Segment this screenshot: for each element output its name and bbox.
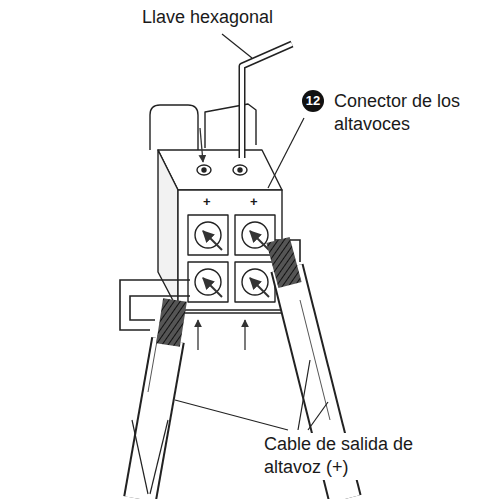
push-arrow (244, 320, 245, 350)
callout-number: 12 (302, 90, 324, 112)
insert-arrow (203, 231, 222, 250)
cable-ridge (300, 300, 330, 420)
leader-line (268, 118, 304, 188)
leader-line (150, 420, 168, 494)
leader-line (308, 402, 328, 430)
stripped-wire (168, 300, 175, 345)
housing-lip (179, 312, 284, 313)
hex-key (242, 44, 292, 158)
stripped-wire (278, 240, 290, 285)
housing-front (178, 190, 282, 310)
tighten-arrow (200, 128, 203, 162)
housing-top (158, 150, 282, 190)
leader-line (298, 360, 310, 430)
leader-line (175, 400, 288, 430)
part-label: Conector de los altavoces (332, 90, 486, 137)
latch (150, 105, 198, 150)
insert-arrow (250, 231, 269, 250)
terminal (188, 215, 228, 255)
polarity-mark: + (250, 195, 258, 208)
screw-hole (233, 165, 247, 175)
hex-key-outline (242, 44, 292, 158)
clip (205, 104, 256, 148)
leader-line (132, 420, 148, 494)
screw-head (202, 168, 206, 172)
part-label: Llave hexagonal (140, 6, 275, 29)
cable-ridge (148, 335, 158, 392)
housing-side (158, 150, 178, 310)
terminal (235, 262, 275, 302)
leader-line (222, 34, 252, 58)
insert-arrow (203, 278, 222, 297)
screw-hole (197, 165, 211, 175)
terminal (188, 262, 228, 302)
polarity-mark: + (203, 195, 211, 208)
push-arrow (197, 320, 198, 350)
insert-arrow (250, 278, 269, 297)
part-label: Cable de salida de altavoz (+) (262, 433, 451, 480)
screw-head (238, 168, 242, 172)
